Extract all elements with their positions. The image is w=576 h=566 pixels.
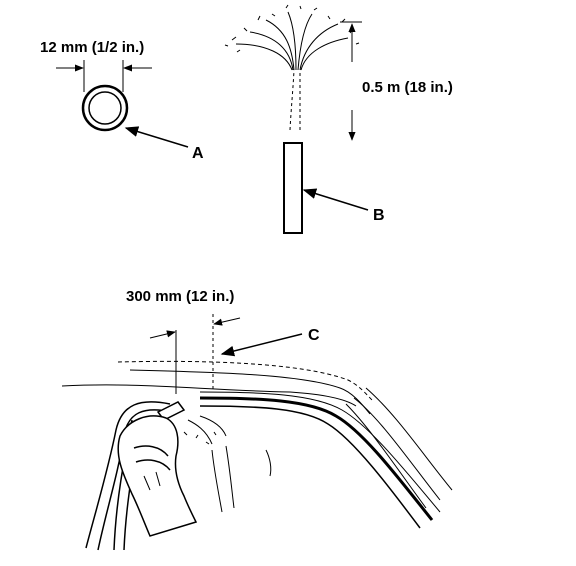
hand-holding-hose <box>117 415 198 537</box>
pillar-edge-rear <box>365 387 453 491</box>
pillar-edge-outer <box>353 397 441 501</box>
hose-diameter-dimension <box>56 60 152 92</box>
body-flange <box>61 384 357 407</box>
callout-b-label: B <box>373 207 385 224</box>
distance-arrow-right <box>213 317 241 326</box>
spray-height-label: 0.5 m (18 in.) <box>362 79 453 96</box>
water-runoff <box>183 415 272 513</box>
hose-b <box>283 142 303 234</box>
water-spray <box>224 4 360 131</box>
weatherstrip-seal <box>199 391 441 529</box>
hose-cross-section <box>81 84 129 132</box>
callout-b-leader <box>302 188 369 211</box>
callout-c-label: C <box>308 327 320 344</box>
distance-arrow-left <box>149 330 176 339</box>
test-distance-dimension <box>149 314 241 394</box>
callout-c-leader <box>220 333 303 357</box>
test-distance-label: 300 mm (12 in.) <box>126 288 234 305</box>
roof-edge-upper <box>117 360 373 401</box>
hose-diameter-label: 12 mm (1/2 in.) <box>40 39 144 56</box>
hose-outer-wall <box>81 84 129 132</box>
callout-a-leader <box>124 126 189 148</box>
pillar-edge-inner <box>345 403 427 509</box>
roof-panel-edge <box>129 369 371 415</box>
callout-a-label: A <box>192 145 204 162</box>
spray-height-dimension <box>340 21 362 141</box>
hose-inner-wall <box>88 91 122 125</box>
